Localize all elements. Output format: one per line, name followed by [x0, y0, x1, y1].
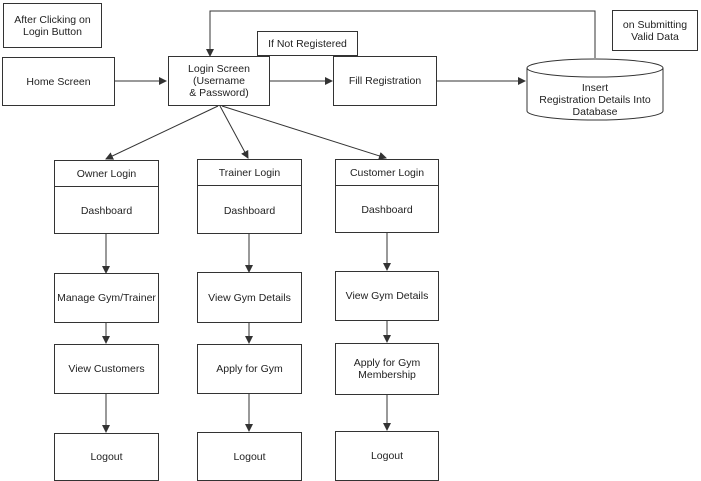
arrow-login-to-owner	[105, 105, 219, 160]
customer-step-1: View Gym Details	[335, 271, 439, 321]
trainer-login-header: Trainer Login	[198, 160, 301, 186]
owner-step-1: Manage Gym/Trainer	[54, 273, 159, 323]
login-screen-node: Login Screen (Username & Password)	[168, 56, 270, 106]
customer-step-1-label: View Gym Details	[345, 290, 429, 302]
registration-node: Fill Registration	[333, 56, 437, 106]
owner-step-3: Logout	[54, 433, 159, 481]
trainer-step-3: Logout	[197, 432, 302, 481]
customer-dashboard: Dashboard	[361, 204, 413, 216]
login-screen-label: Login Screen (Username & Password)	[188, 63, 250, 99]
owner-step-2: View Customers	[54, 344, 159, 394]
home-screen-node: Home Screen	[2, 57, 115, 106]
customer-login-card: Customer Login Dashboard	[335, 159, 439, 233]
owner-login-card: Owner Login Dashboard	[54, 160, 159, 234]
trainer-step-3-label: Logout	[233, 450, 266, 463]
owner-step-2-label: View Customers	[68, 363, 145, 375]
trainer-step-2-label: Apply for Gym	[216, 363, 283, 375]
arrow-login-to-customer	[221, 105, 387, 160]
owner-dashboard: Dashboard	[80, 205, 133, 217]
note-if-not-registered: If Not Registered	[257, 31, 358, 56]
trainer-step-1-label: View Gym Details	[208, 291, 291, 304]
arrow-login-to-trainer	[219, 105, 249, 159]
trainer-login-card: Trainer Login Dashboard	[197, 159, 302, 234]
database-cylinder	[526, 58, 664, 121]
customer-login-header: Customer Login	[336, 160, 438, 186]
customer-step-2: Apply for Gym Membership	[335, 343, 439, 395]
database-label: Insert Registration Details Into Databas…	[539, 82, 651, 118]
customer-step-2-label: Apply for Gym Membership	[353, 357, 421, 381]
note-after-clicking: After Clicking on Login Button	[3, 3, 102, 48]
owner-step-1-label: Manage Gym/Trainer	[57, 292, 156, 304]
customer-step-3-label: Logout	[370, 450, 404, 462]
note-on-submitting: on Submitting Valid Data	[612, 10, 698, 51]
trainer-step-2: Apply for Gym	[197, 344, 302, 394]
owner-login-header: Owner Login	[55, 161, 158, 187]
arrow-database-to-login	[206, 10, 596, 58]
trainer-step-1: View Gym Details	[197, 272, 302, 323]
registration-label: Fill Registration	[348, 75, 422, 87]
customer-step-3: Logout	[335, 431, 439, 481]
owner-step-3-label: Logout	[90, 451, 123, 463]
home-screen-label: Home Screen	[26, 75, 91, 88]
trainer-dashboard: Dashboard	[223, 204, 276, 217]
